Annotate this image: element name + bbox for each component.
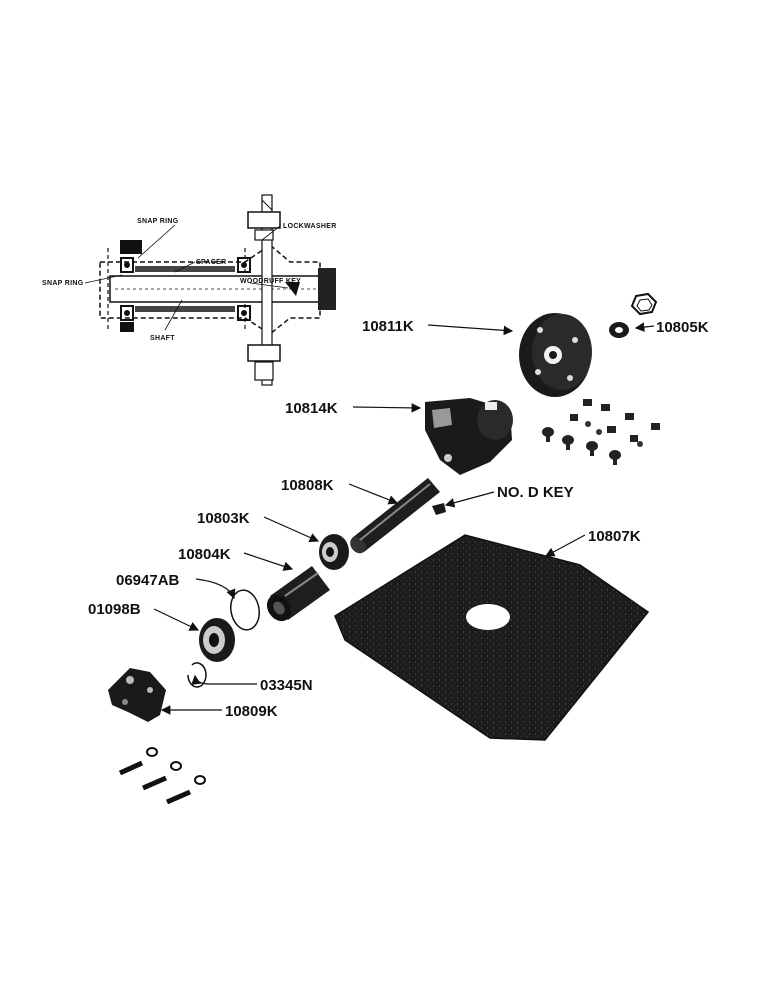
hardware-cluster — [542, 399, 660, 465]
label-03345N: 03345N — [260, 677, 313, 694]
nut-washer-10805K — [609, 292, 658, 338]
label-01098B: 01098B — [88, 601, 141, 618]
snap-ring-06947AB — [230, 589, 260, 631]
inset-label-snap-ring-top: SNAP RING — [137, 218, 179, 225]
label-10814K: 10814K — [285, 400, 338, 417]
label-10809K: 10809K — [225, 703, 278, 720]
woodruff-key-part — [432, 503, 446, 515]
inset-label-spacer: SPACER — [196, 259, 226, 266]
cross-section-inset: SNAP RING SNAP RING SPACER LOCKWASHER WO… — [42, 194, 337, 386]
label-06947AB: 06947AB — [116, 572, 180, 589]
part-labels: 10811K 10805K 10814K 10808K NO. D KEY 10… — [88, 318, 709, 720]
inset-label-lockwasher: LOCKWASHER — [283, 223, 337, 230]
shaft-10808K — [350, 478, 440, 554]
label-10805K: 10805K — [656, 319, 709, 336]
inset-label-snap-ring-left: SNAP RING — [42, 280, 84, 287]
label-no-d-key: NO. D KEY — [497, 484, 574, 501]
bolts-washers — [118, 747, 206, 805]
mounting-plate-10807K — [334, 534, 650, 741]
hub-disc-10811K — [519, 313, 592, 397]
spacer-10804K — [266, 566, 330, 622]
snap-ring-03345N — [187, 662, 207, 688]
inset-label-woodruff-key: WOODRUFF KEY — [240, 278, 301, 285]
label-10803K: 10803K — [197, 510, 250, 527]
leader-lines — [153, 322, 655, 715]
label-10804K: 10804K — [178, 546, 231, 563]
bearing-housing-10814K — [425, 398, 513, 475]
label-10808K: 10808K — [281, 477, 334, 494]
inset-label-shaft: SHAFT — [150, 335, 175, 342]
label-10811K: 10811K — [362, 318, 414, 335]
bearing-10803K — [319, 534, 349, 570]
label-10807K: 10807K — [588, 528, 641, 545]
bearing-01098B — [199, 618, 235, 662]
end-cap-10809K — [108, 668, 166, 722]
